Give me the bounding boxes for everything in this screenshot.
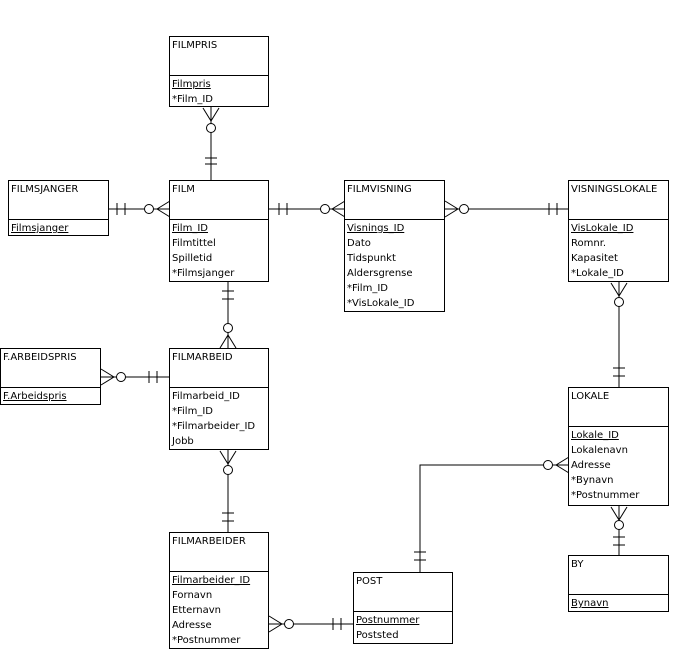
rel-filmsjanger-film: [108, 200, 171, 218]
attribute: Aldersgrense: [347, 268, 413, 279]
attribute-primary-key: Filmpris: [172, 79, 211, 90]
entity-film[interactable]: FILM Film_ID Filmtittel Spilletid *Films…: [169, 180, 269, 282]
entity-visningslokale[interactable]: VISNINGSLOKALE VisLokale_ID Romnr. Kapas…: [568, 180, 669, 282]
attribute: *Film_ID: [172, 406, 213, 417]
rel-filmvisning-visningslokale: [444, 200, 569, 218]
entity-title: LOKALE: [569, 388, 668, 427]
attribute: Dato: [347, 238, 371, 249]
attribute: Filmarbeid_ID: [172, 391, 240, 402]
rel-visningslokale-lokale: [610, 282, 628, 388]
attribute: *Film_ID: [347, 283, 388, 294]
attribute-primary-key: Film_ID: [172, 223, 208, 234]
rel-farbeidspris-filmarbeid: [100, 368, 171, 386]
attribute: Kapasitet: [571, 253, 618, 264]
attribute-primary-key: Filmsjanger: [11, 223, 69, 234]
attribute: Romnr.: [571, 238, 607, 249]
attribute: *Filmarbeider_ID: [172, 421, 256, 432]
attribute: Poststed: [356, 630, 399, 641]
attribute: Filmtittel: [172, 238, 216, 249]
entity-f-arbeidspris[interactable]: F.ARBEIDSPRIS F.Arbeidspris: [0, 348, 101, 405]
rel-filmarbeider-post: [268, 615, 354, 633]
entity-title: BY: [569, 556, 668, 595]
entity-lokale[interactable]: LOKALE Lokale_ID Lokalenavn Adresse *Byn…: [568, 387, 669, 506]
entity-filmpris[interactable]: FILMPRIS Filmpris *Film_ID: [169, 36, 269, 107]
entity-title: F.ARBEIDSPRIS: [1, 349, 100, 388]
attribute: *Filmsjanger: [172, 268, 235, 279]
rel-film-filmarbeid: [219, 282, 237, 349]
attribute: Jobb: [172, 436, 194, 447]
entity-title: FILMSJANGER: [9, 181, 108, 220]
entity-title: FILMARBEIDER: [170, 533, 268, 572]
attribute: Lokalenavn: [571, 445, 628, 456]
attribute-primary-key: VisLokale_ID: [571, 223, 634, 234]
attribute: *Bynavn: [571, 475, 614, 486]
entity-filmarbeider[interactable]: FILMARBEIDER Filmarbeider_ID Fornavn Ett…: [169, 532, 269, 649]
entity-filmsjanger[interactable]: FILMSJANGER Filmsjanger: [8, 180, 109, 236]
attribute: *Lokale_ID: [571, 268, 624, 279]
attribute-primary-key: Filmarbeider_ID: [172, 575, 251, 586]
rel-post-lokale: [414, 456, 570, 573]
attribute: *Postnummer: [571, 490, 640, 501]
attribute-primary-key: Postnummer: [356, 615, 420, 626]
attribute: Adresse: [571, 460, 611, 471]
attribute-primary-key: Bynavn: [571, 598, 609, 609]
rel-filmarbeid-filmarbeider: [219, 450, 237, 533]
entity-title: POST: [354, 573, 452, 612]
attribute: Adresse: [172, 620, 212, 631]
rel-film-filmpris: [202, 107, 220, 181]
attribute: Fornavn: [172, 590, 213, 601]
attribute: *Film_ID: [172, 94, 213, 105]
attribute-primary-key: Visnings_ID: [347, 223, 405, 234]
entity-title: FILM: [170, 181, 268, 220]
attribute-primary-key: F.Arbeidspris: [3, 391, 67, 402]
entity-title: FILMVISNING: [345, 181, 444, 220]
attribute: Spilletid: [172, 253, 213, 264]
attribute: *VisLokale_ID: [347, 298, 415, 309]
entity-title: VISNINGSLOKALE: [569, 181, 668, 220]
entity-filmvisning[interactable]: FILMVISNING Visnings_ID Dato Tidspunkt A…: [344, 180, 445, 312]
entity-post[interactable]: POST Postnummer Poststed: [353, 572, 453, 644]
rel-lokale-by: [610, 506, 628, 556]
entity-title: FILMARBEID: [170, 349, 268, 388]
rel-film-filmvisning: [268, 200, 346, 218]
entity-title: FILMPRIS: [170, 37, 268, 76]
entity-by[interactable]: BY Bynavn: [568, 555, 669, 612]
entity-filmarbeid[interactable]: FILMARBEID Filmarbeid_ID *Film_ID *Filma…: [169, 348, 269, 450]
attribute: *Postnummer: [172, 635, 241, 646]
attribute: Tidspunkt: [347, 253, 396, 264]
attribute: Etternavn: [172, 605, 221, 616]
attribute-primary-key: Lokale_ID: [571, 430, 619, 441]
